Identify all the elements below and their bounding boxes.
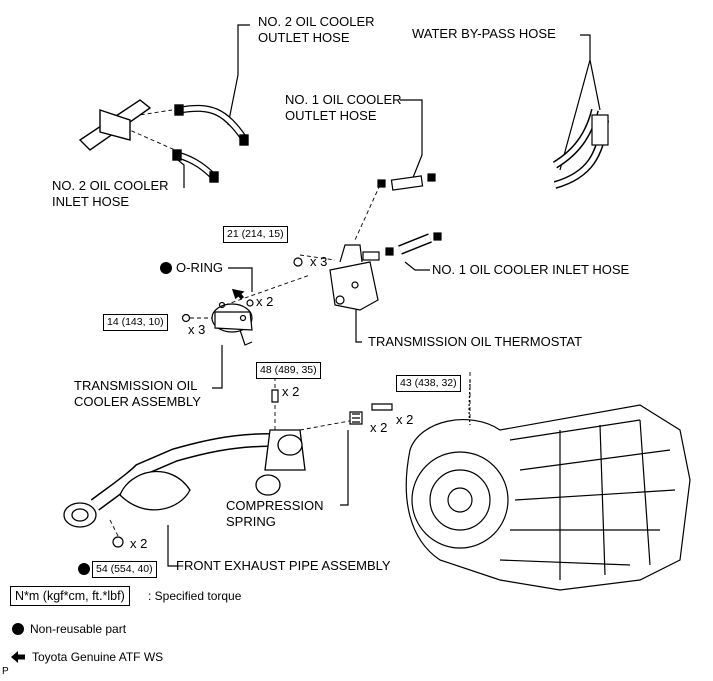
leader-thermostat bbox=[355, 305, 362, 343]
legend-torque-desc: : Specified torque bbox=[148, 589, 242, 603]
label-compression-spring: COMPRESSION SPRING bbox=[226, 498, 324, 529]
label-front-exhaust: FRONT EXHAUST PIPE ASSEMBLY bbox=[176, 558, 391, 573]
no1-outlet-hose-drawing bbox=[377, 173, 436, 191]
leader-oring bbox=[228, 267, 253, 292]
qty-43-a: x 2 bbox=[396, 412, 414, 427]
qty-cooler-bolt: x 3 bbox=[188, 322, 206, 337]
leader-no2-outlet bbox=[227, 24, 250, 126]
fasteners-drawing bbox=[112, 389, 393, 548]
no2-hoses-drawing bbox=[78, 99, 249, 183]
torque-48: 48 (489, 35) bbox=[256, 362, 321, 379]
label-no2-outlet-hose: NO. 2 OIL COOLER OUTLET HOSE bbox=[258, 14, 375, 45]
leader-no1-outlet bbox=[400, 99, 423, 181]
no1-inlet-hose-drawing bbox=[385, 232, 442, 256]
legend-atf: Toyota Genuine ATF WS bbox=[32, 650, 164, 664]
qty-thermo-bolt: x 3 bbox=[310, 254, 328, 269]
label-water-bypass-hose: WATER BY-PASS HOSE bbox=[412, 26, 556, 41]
label-no1-inlet-hose: NO. 1 OIL COOLER INLET HOSE bbox=[432, 262, 630, 277]
torque-14: 14 (143, 10) bbox=[103, 314, 168, 331]
qty-48: x 2 bbox=[282, 384, 300, 399]
leader-water-bypass bbox=[559, 34, 601, 171]
qty-43-b: x 2 bbox=[370, 420, 388, 435]
label-cooler-assembly: TRANSMISSION OIL COOLER ASSEMBLY bbox=[74, 378, 201, 409]
front-exhaust-pipe-drawing bbox=[63, 429, 306, 528]
leader-no1-inlet bbox=[404, 261, 430, 271]
legend-non-reusable: Non-reusable part bbox=[30, 622, 127, 636]
torque-43: 43 (438, 32) bbox=[396, 375, 461, 392]
torque-54: 54 (554, 40) bbox=[92, 561, 157, 578]
label-no2-inlet-hose: NO. 2 OIL COOLER INLET HOSE bbox=[52, 178, 169, 209]
label-o-ring: O-RING bbox=[176, 260, 223, 275]
label-no1-outlet-hose: NO. 1 OIL COOLER OUTLET HOSE bbox=[285, 92, 402, 123]
non-reusable-dot-nut bbox=[78, 563, 90, 575]
leader-spring bbox=[340, 430, 349, 506]
cooler-assembly-drawing bbox=[181, 299, 254, 346]
footer-code: P bbox=[2, 666, 9, 677]
non-reusable-dot-oring bbox=[160, 262, 172, 274]
qty-oring: x 2 bbox=[256, 294, 274, 309]
leader-no2-inlet bbox=[177, 159, 185, 188]
torque-21: 21 (214, 15) bbox=[223, 226, 288, 243]
transmission-drawing bbox=[405, 379, 691, 591]
water-bypass-hose-drawing bbox=[552, 108, 609, 189]
legend-atf-arrow-icon bbox=[11, 651, 25, 663]
leader-exhaust bbox=[167, 525, 178, 567]
leader-cooler bbox=[212, 345, 223, 389]
qty-nut: x 2 bbox=[130, 536, 148, 551]
legend-non-reusable-dot bbox=[12, 623, 24, 635]
label-thermostat: TRANSMISSION OIL THERMOSTAT bbox=[368, 334, 583, 349]
atf-arrow-marker bbox=[231, 288, 245, 300]
legend-torque-unit: N*m (kgf*cm, ft.*lbf) bbox=[10, 586, 130, 606]
thermostat-drawing bbox=[293, 244, 380, 311]
